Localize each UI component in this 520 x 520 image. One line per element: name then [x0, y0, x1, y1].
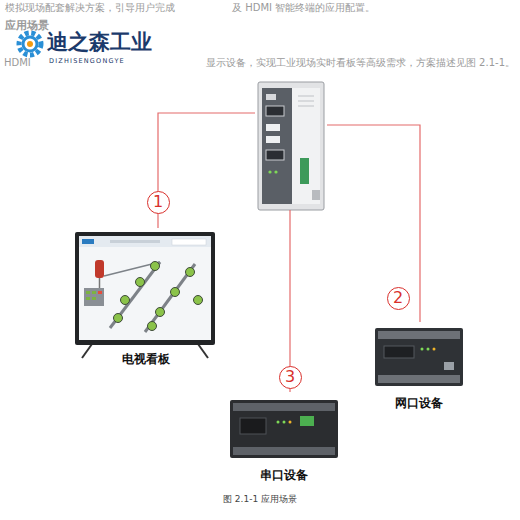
- node-label: 电视看板: [120, 352, 172, 368]
- logo-subtitle: DIZHISENGONGYE: [49, 58, 125, 66]
- logo-name: 迪之森工业: [47, 30, 152, 55]
- gateway-body: [258, 82, 324, 210]
- ethernet-port: [444, 362, 454, 370]
- plc-body: [230, 400, 338, 458]
- intro-text: 模拟现场配套解决方案，引导用户完成: [5, 2, 175, 14]
- pipe: [104, 262, 160, 276]
- motor: [148, 322, 157, 331]
- logo-gear: [19, 33, 41, 55]
- port: [266, 124, 280, 131]
- led: [421, 348, 424, 351]
- motor: [194, 296, 203, 305]
- callout-number: 2: [387, 287, 410, 310]
- motor: [156, 308, 165, 317]
- indicator: [92, 297, 96, 300]
- gateway-side: [292, 88, 320, 204]
- gateway-device: [255, 82, 327, 210]
- terminal-strip: [233, 447, 335, 455]
- gear-teeth: [19, 33, 41, 55]
- serial-port: [240, 418, 266, 434]
- terminal-block: [300, 158, 309, 184]
- gear-ring: [23, 37, 37, 51]
- led: [433, 348, 436, 351]
- port: [266, 94, 276, 100]
- intro-text: 及 HDMI 智能终端的应用配置。: [232, 2, 375, 14]
- indicator: [98, 291, 102, 294]
- led: [277, 421, 280, 424]
- ethernet-device: 网口设备: [368, 322, 470, 412]
- node-label: 串口设备: [258, 468, 310, 484]
- connector-line: [289, 210, 290, 392]
- motor: [171, 288, 180, 297]
- led: [274, 170, 277, 173]
- section-heading: 应用场景: [5, 19, 49, 32]
- intro-text: 显示设备，实现工业现场实时看板等高级需求，方案描述见图 2.1-1。: [206, 57, 515, 69]
- terminal-strip: [233, 403, 335, 411]
- motor: [114, 314, 123, 323]
- tv-leg: [198, 344, 208, 358]
- led: [283, 421, 286, 424]
- din-clip: [312, 190, 320, 200]
- ethernet-plc-illustration: [375, 328, 463, 386]
- tv-illustration: [75, 232, 215, 358]
- tv-frame: [75, 232, 215, 345]
- indicator: [92, 291, 96, 294]
- gateway-illustration: [258, 82, 324, 210]
- status-module: [300, 416, 314, 426]
- node-label: 网口设备: [393, 396, 445, 412]
- serial-device: 串口设备: [222, 392, 346, 484]
- connector-line: [327, 125, 420, 322]
- port: [266, 106, 284, 116]
- led: [268, 170, 271, 173]
- pipe: [145, 264, 195, 332]
- connector-line: [158, 113, 255, 228]
- vent: [298, 106, 314, 107]
- screen-header: [79, 236, 211, 247]
- figure-caption: 图 2.1-1 应用场景: [223, 494, 297, 505]
- motor: [151, 262, 160, 271]
- indicator: [86, 297, 90, 300]
- led: [289, 421, 292, 424]
- vent: [298, 96, 314, 97]
- tank: [95, 260, 104, 278]
- callout-number: 1: [147, 191, 170, 214]
- led: [427, 348, 430, 351]
- motor: [136, 278, 145, 287]
- terminal-strip: [378, 375, 460, 383]
- intro-text: HDMI: [4, 57, 31, 69]
- motor: [121, 296, 130, 305]
- tv-board: 电视看板: [72, 228, 220, 368]
- tv-screen: [79, 236, 211, 340]
- gear-hub: [27, 41, 33, 47]
- screen-logo: [82, 239, 94, 244]
- tv-leg: [82, 344, 92, 358]
- serial-plc-illustration: [230, 400, 338, 458]
- plc-display: [384, 346, 414, 358]
- indicator: [86, 291, 90, 294]
- terminal-strip: [378, 331, 460, 339]
- callout-number: 3: [279, 366, 302, 389]
- screen-panel: [172, 239, 206, 245]
- port: [266, 150, 284, 160]
- screen-title-bar: [110, 240, 160, 243]
- motor: [186, 268, 195, 277]
- vent: [298, 101, 314, 102]
- plc-body: [375, 328, 463, 386]
- gateway-front: [262, 88, 292, 204]
- control-panel: [84, 288, 104, 306]
- port: [266, 136, 280, 143]
